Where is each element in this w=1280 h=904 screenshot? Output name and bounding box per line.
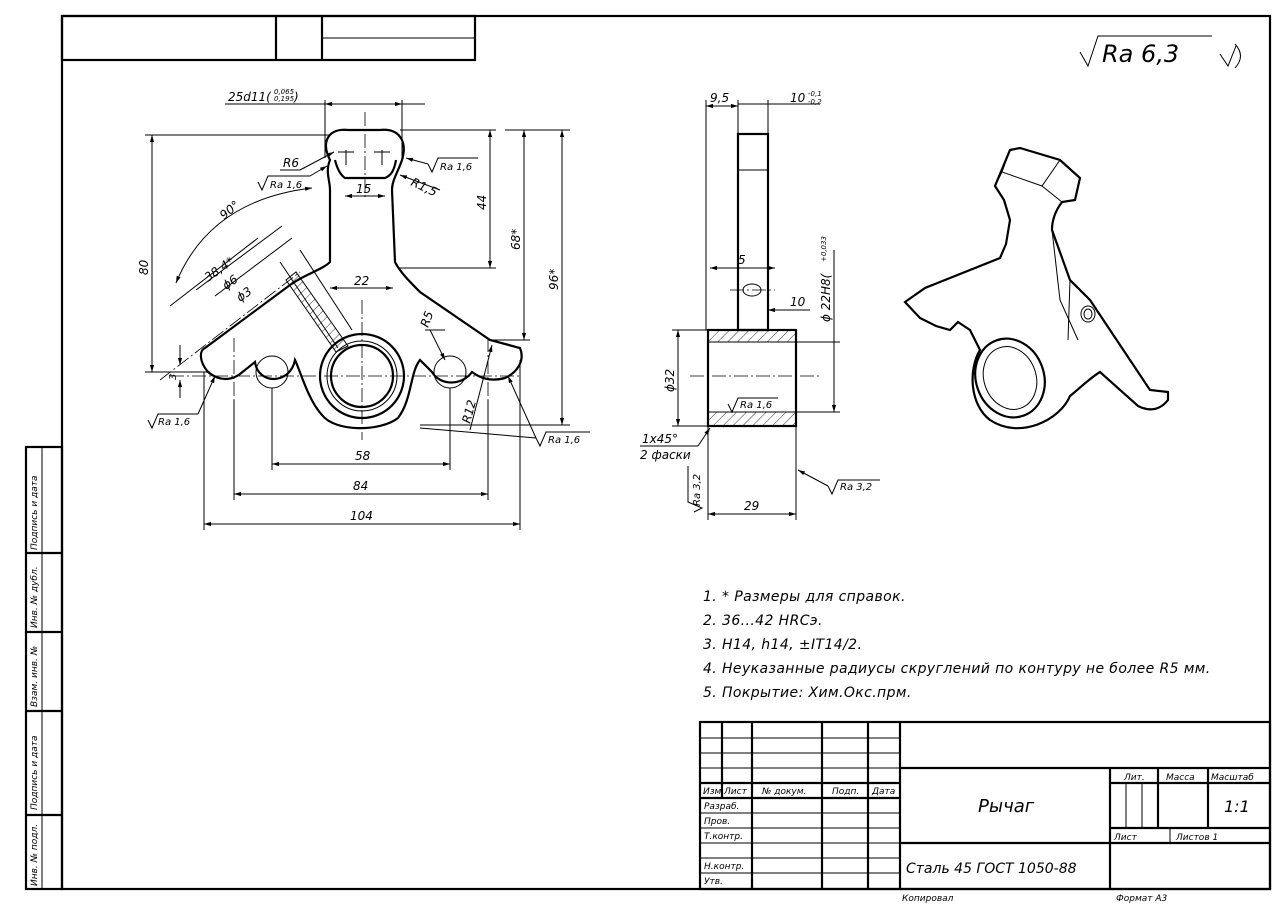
tb-h-list: Лист [723, 787, 748, 797]
tb-scale: 1:1 [1224, 797, 1250, 816]
dim-phi22-tol: +0,033 [820, 236, 828, 262]
tb-col-scale: Масштаб [1211, 773, 1254, 783]
note-5: 5. Покрытие: Хим.Окс.прм. [703, 685, 912, 701]
title-block: Изм. Лист № докум. Подп. Дата Разраб. Пр… [698, 720, 1272, 904]
tb-tkontr: Т.контр. [704, 832, 743, 842]
dim-r6: R6 [283, 156, 299, 170]
tb-format: Формат А3 [1116, 894, 1168, 904]
tb-sheets: Листов 1 [1175, 833, 1218, 843]
dim-104: 104 [350, 509, 373, 523]
strip-vzam-inv: Взам. инв. № [30, 646, 40, 707]
front-view: 25d11( 0,065 0,195 ) R6 Ra 1,6 Ra 1,6 R1… [137, 88, 590, 530]
tb-material: Сталь 45 ГОСТ 1050-88 [906, 861, 1077, 877]
dim-25d11: 25d11( [228, 90, 272, 104]
ra-inner: Ra 1,6 [740, 400, 772, 411]
roughness-main: Ra 6,3 [1079, 35, 1241, 69]
note-1: 1. * Размеры для справок. [703, 589, 906, 605]
dim-5: 5 [738, 253, 746, 267]
dim-10-top: 10 [790, 91, 806, 105]
oil-channel [279, 249, 353, 353]
ra-left-top: Ra 1,6 [270, 180, 302, 191]
isometric-view [903, 146, 1170, 430]
strip-inv-podl: Инв. № подл. [30, 824, 40, 886]
strip-sign-date-2: Подпись и дата [30, 735, 40, 810]
dim-10-top-upper: -0,1 [808, 90, 822, 98]
dim-25d11-lower: 0,195 [274, 95, 295, 103]
tb-part-name: Рычаг [978, 796, 1035, 817]
tb-h-sign: Подп. [832, 787, 859, 797]
dim-9-5: 9,5 [710, 91, 729, 105]
dim-chamfer: 1x45° [642, 432, 678, 446]
notes: 1. * Размеры для справок. 2. 36...42 HRC… [703, 589, 1211, 701]
dim-phi3: ϕ3 [234, 284, 255, 304]
note-2: 2. 36...42 HRCэ. [703, 613, 823, 629]
dim-96: 96* [547, 269, 561, 290]
dim-3: 3 [168, 374, 179, 380]
ra-32-right: Ra 3,2 [840, 482, 872, 493]
ra-bottom-left: Ra 1,6 [158, 417, 190, 428]
ra-right-top: Ra 1,6 [440, 162, 472, 173]
side-strip: Подпись и дата Инв. № дубл. Взам. инв. №… [24, 445, 64, 891]
dim-25d11-close: ) [293, 90, 299, 104]
dim-58: 58 [355, 449, 371, 463]
tb-razrab: Разраб. [704, 802, 739, 812]
tb-sheet: Лист [1113, 833, 1138, 843]
tb-utv: Утв. [704, 877, 723, 887]
strip-inv-dubl: Инв. № дубл. [30, 566, 40, 628]
note-3: 3. H14, h14, ±IT14/2. [703, 637, 862, 653]
dim-84: 84 [353, 479, 368, 493]
dim-chamfer-count: 2 фаски [640, 448, 691, 462]
dim-r12: R12 [459, 398, 479, 424]
tb-h-doc: № докум. [761, 787, 806, 797]
dim-80: 80 [137, 259, 151, 275]
tb-prov: Пров. [704, 817, 730, 827]
dim-25d11-upper: 0,065 [274, 88, 295, 96]
tb-col-mass: Масса [1166, 773, 1195, 783]
dim-phi22: ϕ 22H8( [819, 272, 833, 322]
tb-col-lit: Лит. [1123, 773, 1145, 783]
ra-bottom-right: Ra 1,6 [548, 435, 580, 446]
dim-68: 68* [509, 229, 523, 250]
dim-phi32: ϕ32 [663, 369, 677, 392]
note-4: 4. Неуказанные радиусы скруглений по кон… [703, 661, 1211, 677]
tb-h-date: Дата [871, 787, 895, 797]
dim-10: 10 [790, 295, 806, 309]
dim-29: 29 [744, 499, 759, 513]
dim-44: 44 [475, 195, 489, 210]
tb-h-izm: Изм. [703, 787, 724, 797]
dim-10-top-lower: -0,2 [808, 98, 822, 106]
tb-copied: Копировал [902, 894, 954, 904]
tb-nkontr: Н.контр. [704, 862, 744, 872]
dim-r15: R1,5 [409, 175, 440, 199]
dim-15: 15 [356, 182, 371, 196]
dim-r5: R5 [418, 309, 437, 329]
ra-32-left: Ra 3,2 [692, 474, 703, 506]
roughness-main-label: Ra 6,3 [1102, 40, 1179, 68]
dim-22: 22 [354, 274, 369, 288]
side-view: 9,5 10 -0,1 -0,2 5 10 ϕ 22H8( +0,033 ϕ32… [640, 90, 880, 520]
strip-sign-date-1: Подпись и дата [30, 475, 40, 550]
dim-angle-90: 90° [217, 198, 242, 222]
